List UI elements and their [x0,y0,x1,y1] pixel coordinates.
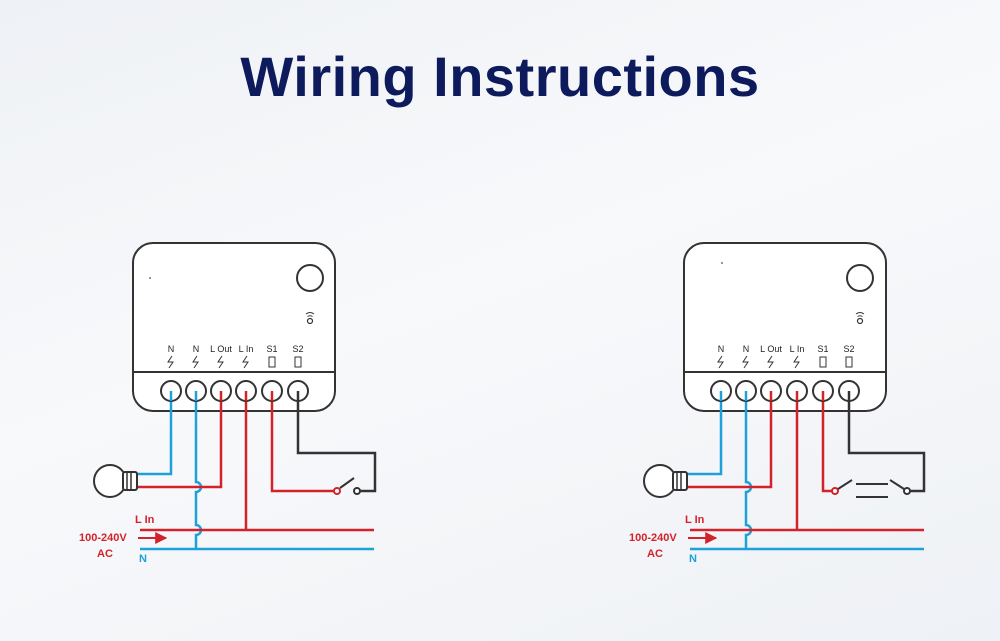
s2-wire [847,390,926,493]
live-wire-lamp [686,390,773,489]
ac-label: AC [647,548,663,560]
switch-symbol-icon [294,356,302,368]
power-symbol-icon [742,355,749,369]
page-title: Wiring Instructions [240,45,760,108]
power-symbol-icon [242,355,249,369]
terminal-label-n1: N [718,344,725,354]
voltage-label: 100-240V [629,532,677,544]
terminal-label-n2: N [743,344,750,354]
diagram-two-way-switch: N N L Out L In S1 S2 [629,242,926,565]
pairing-button-icon [846,264,874,292]
power-symbol-icon [793,355,800,369]
terminal-label-s1: S1 [266,344,277,354]
terminal-label-lin: L In [790,344,805,354]
wall-switch-icon [333,477,361,495]
terminal-label-n1: N [168,344,175,354]
ac-label: AC [97,548,113,560]
switch-symbol-icon [268,356,276,368]
terminal-labels: N N L Out L In S1 S2 [717,344,855,369]
switch-symbol-icon [819,356,827,368]
terminal-label-n2: N [193,344,200,354]
power-symbol-icon [192,355,199,369]
two-way-switch-icon [831,479,911,498]
neutral-label: N [139,553,147,565]
power-symbol-icon [167,355,174,369]
pairing-button-icon [296,264,324,292]
terminal-label-s1: S1 [817,344,828,354]
switch-module [683,242,887,412]
neutral-wire-lamp [686,390,723,476]
neutral-wire-supply [744,390,753,549]
terminal-label-s2: S2 [292,344,303,354]
power-symbol-icon [767,355,774,369]
neutral-wire-lamp [136,390,173,476]
neutral-label: N [689,553,697,565]
s1-wire [270,390,334,493]
voltage-label: 100-240V [79,532,127,544]
diagram-single-switch: N N L Out L In S1 S2 [79,242,377,565]
s2-wire [296,390,377,493]
s1-wire [821,390,832,493]
wifi-led-icon [305,312,315,325]
live-wire-lamp [136,390,223,489]
terminal-label-lout: L Out [210,344,232,354]
terminal-labels: N N L Out L In S1 S2 [167,344,304,369]
terminal-label-s2: S2 [843,344,854,354]
switch-module [132,242,336,412]
terminal-label-lin: L In [239,344,254,354]
light-bulb-icon [93,464,138,498]
neutral-wire-supply [194,390,203,549]
light-bulb-icon [643,464,688,498]
power-symbol-icon [717,355,724,369]
live-in-label: L In [685,514,705,526]
terminal-label-lout: L Out [760,344,782,354]
wifi-led-icon [855,312,865,325]
power-symbol-icon [217,355,224,369]
live-in-label: L In [135,514,155,526]
switch-symbol-icon [845,356,853,368]
